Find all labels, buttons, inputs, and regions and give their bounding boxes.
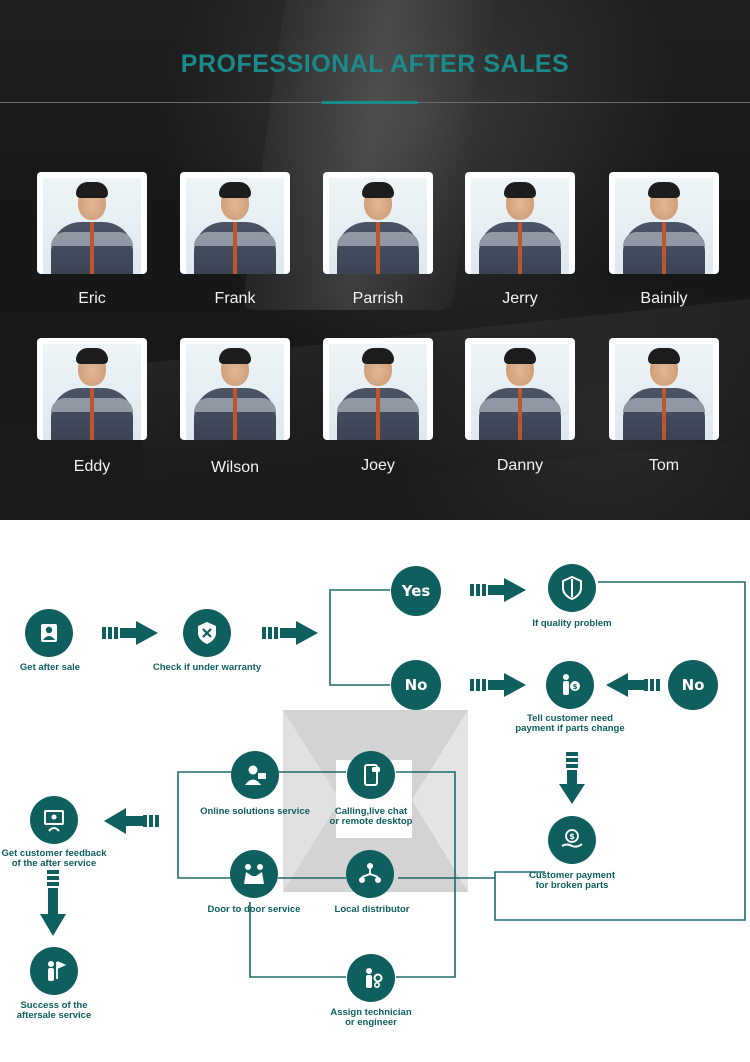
- assign-technician-label-line2: or engineer: [345, 1016, 397, 1028]
- customer-payment-label-line1: Customer payment: [528, 870, 616, 881]
- success-label-line2: aftersale service: [16, 1009, 92, 1021]
- assign-technician-label: Assign technician or engineer: [311, 1008, 431, 1028]
- customer-payment-label-line2: for broken parts: [535, 879, 609, 891]
- person-tie-icon: [41, 624, 57, 642]
- team-member-bainily: Bainily: [609, 172, 719, 307]
- quality-problem-node: [548, 564, 596, 612]
- team-member-wilson: Wilson: [180, 338, 290, 476]
- person-flag-icon: [48, 961, 67, 981]
- team-member-name: Jerry: [502, 290, 538, 307]
- hand-coin-icon: $: [561, 829, 583, 848]
- svg-text:$: $: [573, 683, 578, 691]
- team-member-name: Tom: [648, 457, 680, 474]
- door-to-door-node: [230, 850, 278, 898]
- team-member-name: Eric: [78, 290, 106, 307]
- customer-feedback-label: Get customer feedback of the after servi…: [0, 849, 110, 869]
- phone-chat-icon: [364, 764, 380, 786]
- flowchart-connectors: [40, 578, 746, 978]
- portrait-photo: [609, 172, 719, 274]
- calling-label-line2: or remote desktop: [329, 815, 413, 827]
- success-label-line1: Success of the: [20, 1000, 88, 1011]
- team-member-name: Wilson: [210, 459, 259, 476]
- local-distributor-label: Local distributor: [334, 904, 410, 915]
- customer-feedback-label-line2: of the after service: [11, 857, 97, 869]
- no-label-right: No: [681, 676, 705, 694]
- no-node-right: No: [668, 660, 718, 710]
- team-member-name: Eddy: [73, 458, 111, 475]
- shield-icon: [562, 575, 582, 601]
- assign-technician-node: [347, 954, 395, 1002]
- after-sales-flowchart: Get after sale Check if under warranty Y…: [0, 520, 750, 1062]
- flow-arrows: [40, 578, 660, 936]
- online-solutions-label: Online solutions service: [200, 806, 310, 817]
- team-member-eddy: Eddy: [37, 338, 147, 475]
- portrait-photo: [323, 338, 433, 440]
- portrait-photo: [180, 338, 290, 440]
- calling-node: [347, 751, 395, 799]
- success-node: [30, 947, 78, 995]
- portrait-photo: [37, 338, 147, 440]
- quality-problem-label: If quality problem: [532, 618, 612, 629]
- customer-feedback-node: [30, 796, 78, 844]
- success-label: Success of the aftersale service: [0, 1001, 110, 1021]
- local-distributor-node: [346, 850, 394, 898]
- no-label: No: [404, 676, 428, 694]
- yes-label: Yes: [401, 582, 431, 600]
- check-warranty-node: [183, 609, 231, 657]
- page-title: PROFESSIONAL AFTER SALES: [180, 50, 570, 78]
- team-member-name: Joey: [361, 457, 395, 474]
- check-warranty-label: Check if under warranty: [152, 662, 262, 673]
- door-to-door-label: Door to door service: [207, 904, 301, 915]
- portrait-photo: [37, 172, 147, 274]
- presentation-board-icon: [44, 810, 64, 832]
- svg-text:$: $: [569, 832, 575, 841]
- online-solutions-node: [231, 751, 279, 799]
- team-member-parrish: Parrish: [323, 172, 433, 307]
- team-member-tom: Tom: [609, 338, 719, 474]
- yes-node: Yes: [391, 566, 441, 616]
- get-after-sale-node: [25, 609, 73, 657]
- team-member-name: Parrish: [352, 290, 404, 307]
- person-money-icon: $: [563, 674, 580, 695]
- team-member-name: Frank: [214, 290, 256, 307]
- customer-payment-label: Customer payment for broken parts: [502, 871, 642, 891]
- no-node: No: [391, 660, 441, 710]
- tell-customer-label-line2: payment if parts change: [515, 722, 625, 734]
- portrait-photo: [465, 338, 575, 440]
- title-accent-bar: [322, 101, 418, 104]
- team-member-name: Bainily: [640, 290, 688, 307]
- network-people-icon: [359, 863, 381, 883]
- customer-payment-node: $: [548, 816, 596, 864]
- portrait-photo: [465, 172, 575, 274]
- handshake-people-icon: [244, 864, 264, 884]
- team-member-jerry: Jerry: [465, 172, 575, 307]
- calling-label-line1: Calling,live chat: [334, 806, 408, 817]
- team-section: PROFESSIONAL AFTER SALES Eric Frank Parr…: [0, 0, 750, 520]
- team-member-frank: Frank: [180, 172, 290, 307]
- portrait-photo: [180, 172, 290, 274]
- tell-customer-label-line1: Tell customer need: [527, 713, 613, 724]
- calling-label: Calling,live chat or remote desktop: [311, 807, 431, 827]
- tell-customer-node: $: [546, 661, 594, 709]
- portrait-photo: [609, 338, 719, 440]
- team-member-danny: Danny: [465, 338, 575, 474]
- team-member-joey: Joey: [323, 338, 433, 474]
- get-after-sale-label: Get after sale: [19, 662, 81, 673]
- support-agent-icon: [245, 765, 266, 785]
- tell-customer-label: Tell customer need payment if parts chan…: [500, 714, 640, 734]
- assign-technician-label-line1: Assign technician: [330, 1007, 412, 1018]
- team-member-name: Danny: [496, 457, 544, 474]
- shield-tools-icon: [198, 622, 216, 644]
- customer-feedback-label-line1: Get customer feedback: [1, 848, 107, 859]
- portrait-photo: [323, 172, 433, 274]
- engineer-gears-icon: [366, 968, 383, 988]
- team-member-eric: Eric: [37, 172, 147, 307]
